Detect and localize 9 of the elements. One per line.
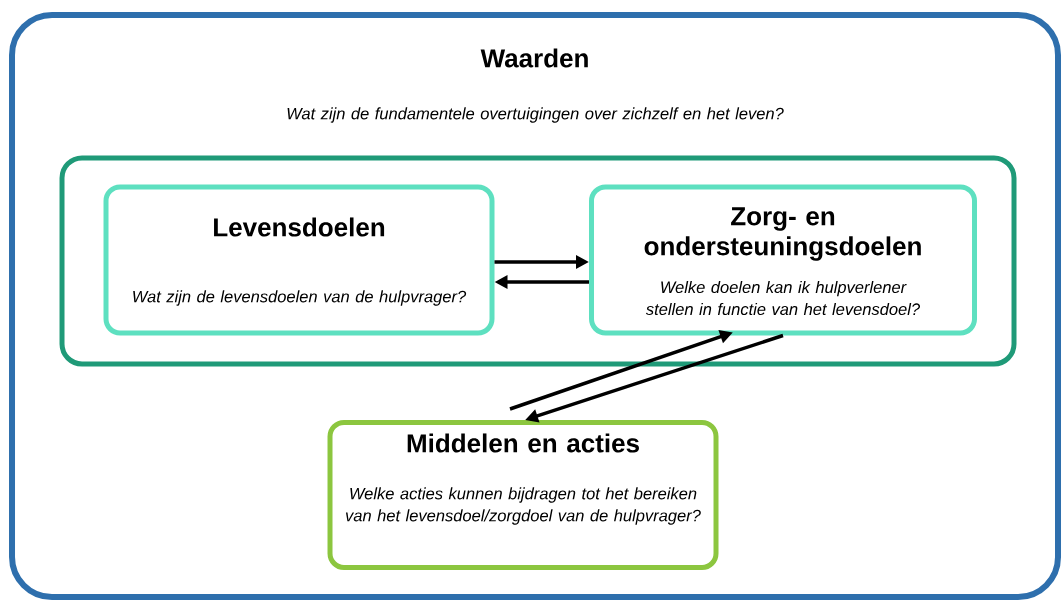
question-text: Welke acties kunnen bijdragen tot het bereiken van het levensdoel/zorgdoel van de hulpvrager?: [345, 487, 701, 525]
question-text: Wat zijn de levensdoelen van de hulpvrager?: [133, 290, 467, 306]
question-text: Welke doelen kan ik hulpverlener stellen in functie van het levensdoel?: [645, 280, 921, 316]
heading: Zorg- en ondersteuningsdoelen: [644, 207, 921, 261]
question-text: Wat zijn de fundamentele overtuigingen over zichzelf en het leven?: [287, 107, 784, 123]
heading: Waarden: [480, 48, 588, 68]
heading: Middelen en acties: [407, 433, 639, 453]
group-box: [59, 155, 1017, 367]
heading: Levensdoelen: [214, 217, 385, 237]
